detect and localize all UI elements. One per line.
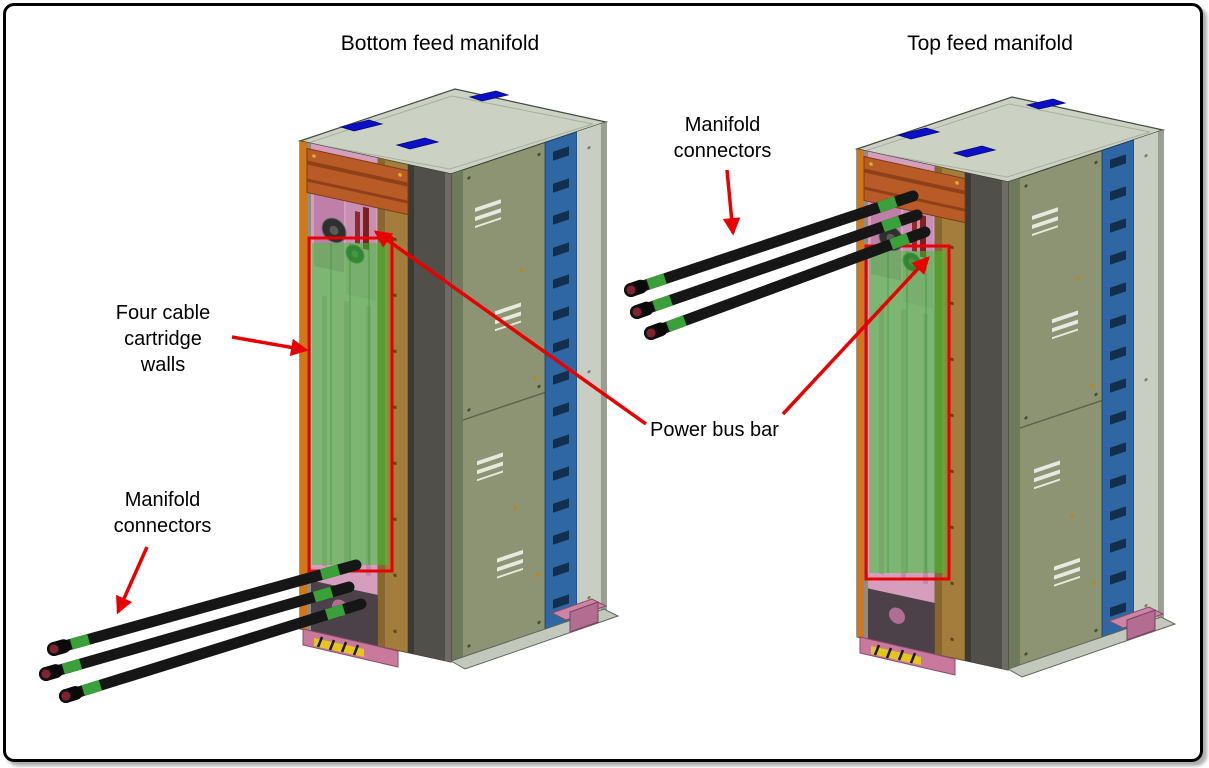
label-manifold-connectors-top: Manifold connectors bbox=[673, 114, 772, 162]
arrow-power-bus-bar-left bbox=[373, 230, 648, 426]
label-manifold-connectors-bottom: Manifold connectors bbox=[113, 489, 212, 537]
top-feed-hoses bbox=[624, 190, 931, 340]
hose bbox=[624, 190, 919, 297]
arrow-power-bus-bar-right bbox=[781, 256, 930, 416]
hose bbox=[59, 598, 367, 703]
top-feed-title: Top feed manifold bbox=[907, 32, 1073, 55]
hose bbox=[39, 581, 355, 681]
hose bbox=[630, 209, 923, 319]
arrow-manifold-connectors-bottom bbox=[116, 546, 149, 615]
bottom-feed-title: Bottom feed manifold bbox=[340, 32, 540, 55]
top-feed-rack-illustration bbox=[857, 97, 1175, 677]
bottom-feed-hoses bbox=[39, 559, 367, 703]
label-four-cable-cartridge-walls: Four cable cartridge walls bbox=[115, 302, 211, 376]
arrow-manifold-connectors-top bbox=[722, 169, 741, 236]
hose bbox=[47, 559, 362, 656]
label-power-bus-bar: Power bus bar bbox=[650, 419, 779, 441]
annotation-arrows bbox=[116, 169, 930, 615]
arrow-four-cable-cartridge-walls bbox=[231, 335, 309, 357]
hose bbox=[644, 226, 931, 340]
